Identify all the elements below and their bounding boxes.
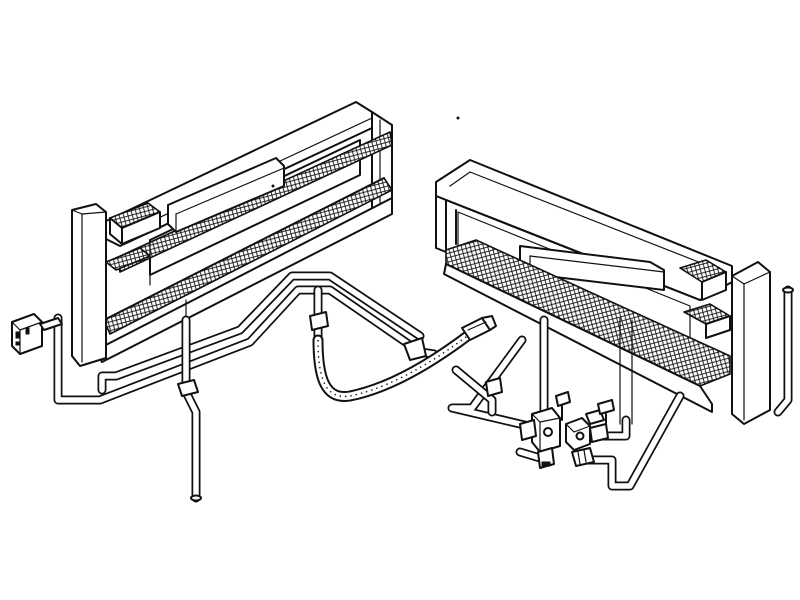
right-burner-frame xyxy=(435,159,771,425)
flexible-gas-hose xyxy=(312,328,476,402)
wall-plug-connector xyxy=(11,313,63,355)
gas-pipe-network xyxy=(53,271,794,503)
right-frame-right-upright xyxy=(731,261,771,425)
right-pipe-clamp xyxy=(485,377,503,397)
left-frame-left-upright xyxy=(71,203,107,367)
gas-valve-assembly xyxy=(519,391,615,469)
left-frame-cover-bar xyxy=(167,157,285,233)
left-pipe-clamp xyxy=(177,379,199,397)
scan-speck xyxy=(456,116,460,120)
left-burner-frame xyxy=(71,101,393,367)
hose-end-fitting xyxy=(403,315,497,361)
right-frame-front-rail xyxy=(443,263,713,413)
